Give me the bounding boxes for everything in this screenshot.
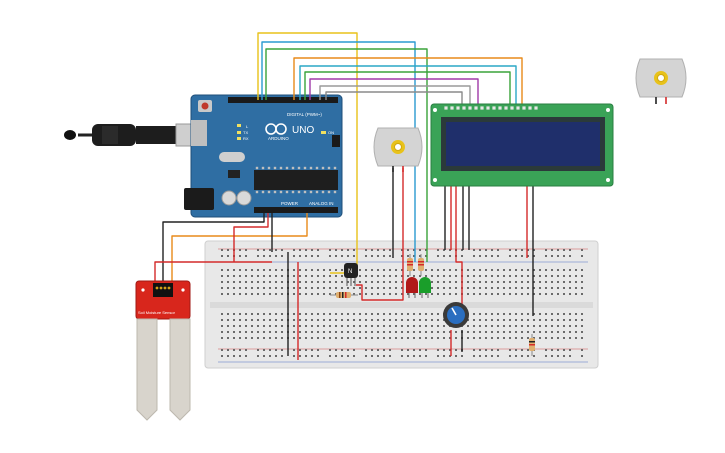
- capacitor: [221, 190, 237, 206]
- usb-port: [191, 120, 207, 146]
- power-analog-header[interactable]: [254, 207, 338, 213]
- l-led-label: L: [246, 124, 249, 129]
- motor-wire-red[interactable]: [356, 168, 404, 301]
- soil-moisture-sensor[interactable]: Soil Moisture Sensor: [135, 280, 191, 421]
- power-jack: [184, 188, 214, 210]
- chip-pins: [255, 166, 337, 194]
- wire-purple[interactable]: [309, 78, 479, 108]
- wire-teal[interactable]: [299, 65, 517, 108]
- power-wire-orange[interactable]: [171, 213, 308, 284]
- potentiometer[interactable]: [443, 302, 469, 328]
- resistor-led-red[interactable]: [407, 254, 413, 276]
- wire-orange-top[interactable]: [293, 57, 523, 108]
- icsp-header: [332, 135, 340, 147]
- tx-led-label: TX: [243, 130, 248, 135]
- arduino-brand-text: ARDUINO: [268, 136, 289, 141]
- on-led-label: ON: [328, 130, 334, 135]
- tx-led: [237, 131, 241, 134]
- dc-motor-1[interactable]: [373, 127, 423, 172]
- digital-header[interactable]: [228, 97, 338, 103]
- sensor-probe-right: [169, 318, 191, 421]
- crystal-oscillator: [219, 152, 245, 162]
- analog-label: ANALOG IN: [309, 201, 334, 206]
- power-label: POWER: [281, 201, 299, 206]
- wire-green[interactable]: [265, 48, 428, 262]
- rx-led: [237, 137, 241, 140]
- lcd-wire-red-2[interactable]: [455, 186, 463, 318]
- lcd-screen: [446, 122, 600, 166]
- resistor-led-green[interactable]: [418, 254, 424, 276]
- sensor-label: Soil Moisture Sensor: [138, 310, 176, 315]
- wire-gray[interactable]: [319, 85, 471, 108]
- dc-motor-2[interactable]: [635, 58, 687, 104]
- arduino-logo: ARDUINO: [265, 123, 289, 141]
- center-channel: [210, 302, 593, 308]
- npn-transistor[interactable]: N: [344, 263, 358, 286]
- transistor-label: N: [348, 269, 352, 275]
- usb-cable[interactable]: [64, 123, 197, 147]
- arduino-uno[interactable]: L TX RX ON DIGITAL (PWM~) POWER ANALOG I…: [64, 94, 343, 218]
- red-led[interactable]: [406, 277, 418, 298]
- atmega-chip: [254, 170, 338, 190]
- resistor-bottom[interactable]: [529, 334, 535, 356]
- reset-button-cap[interactable]: [201, 102, 209, 110]
- power-wire-black[interactable]: [162, 213, 265, 284]
- voltage-regulator: [228, 170, 240, 178]
- sensor-probe-left: [136, 318, 158, 421]
- wires: [154, 32, 534, 360]
- wire-green-2[interactable]: [304, 71, 511, 108]
- rx-led-label: RX: [243, 136, 249, 141]
- resistor-base[interactable]: [330, 292, 358, 298]
- digital-label: DIGITAL (PWM~): [287, 112, 322, 117]
- l-led: [237, 124, 241, 127]
- green-led[interactable]: [419, 277, 431, 298]
- power-wire-red[interactable]: [154, 213, 272, 284]
- lcd-display[interactable]: [430, 103, 614, 187]
- capacitor: [236, 190, 252, 206]
- breadboard[interactable]: [204, 240, 599, 369]
- lcd-pins: [444, 106, 538, 110]
- wire-gray-2[interactable]: [325, 91, 463, 108]
- uno-label: UNO: [292, 125, 314, 136]
- on-led: [321, 131, 326, 134]
